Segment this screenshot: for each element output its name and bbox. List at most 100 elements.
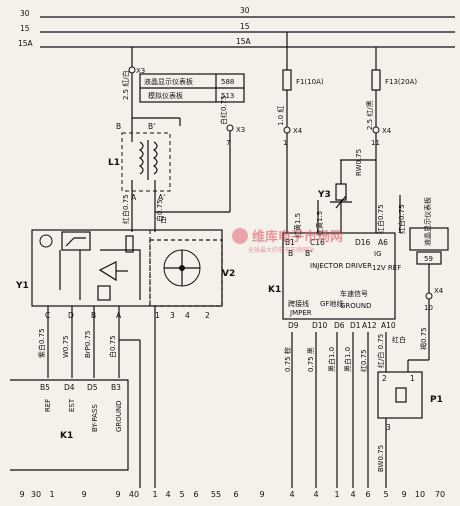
x4-f13-label: X4 bbox=[382, 127, 392, 135]
bottom-terminal-11: 6 bbox=[233, 490, 238, 499]
connector-x3-top bbox=[128, 66, 136, 74]
k1r-pin-d16: D16 bbox=[355, 238, 371, 247]
module-pin-1: 1 bbox=[155, 311, 160, 320]
bottom-terminal-10: 55 bbox=[211, 490, 221, 499]
k1r-pin-a6: A6 bbox=[378, 238, 388, 247]
bottom-terminal-14: 4 bbox=[313, 490, 318, 499]
ig-label: IG bbox=[374, 250, 382, 258]
white-075-label: 白0.75 bbox=[155, 199, 164, 222]
red-white-075-r2-label: 红白0.75 bbox=[397, 204, 406, 234]
x4-f1-label: X4 bbox=[293, 127, 303, 135]
p1-label: P1 bbox=[430, 395, 443, 405]
p1-pin-3: 3 bbox=[386, 423, 391, 432]
x4-right-label: X4 bbox=[434, 287, 444, 295]
k1r-pin-b-prime: B' bbox=[305, 249, 312, 258]
bottom-terminal-7: 4 bbox=[165, 490, 170, 499]
y1-label: Y1 bbox=[15, 281, 29, 291]
wire-label-brp075: BrP0.75 bbox=[84, 331, 92, 359]
bus-lines: 30 15 15A 30 15 15A bbox=[18, 6, 455, 48]
k1r-pin-d10: D10 bbox=[312, 321, 328, 330]
p1-pin-2: 2 bbox=[382, 374, 387, 383]
k1r-pin-a12: A12 bbox=[362, 321, 377, 330]
ground-label: GROUND bbox=[340, 302, 372, 310]
v2-label: V2 bbox=[222, 269, 235, 279]
right-circuit: F1(10A) 1.0 紅 X4 1 F13(20A) 2.5 红/黑 X4 1… bbox=[268, 32, 449, 488]
bottom-terminal-21: 70 bbox=[435, 490, 445, 499]
sensor-p1 bbox=[377, 371, 423, 419]
bottom-terminal-5: 40 bbox=[129, 490, 139, 499]
bottom-terminal-8: 5 bbox=[179, 490, 184, 499]
module-sensor bbox=[39, 234, 53, 248]
connector-x4-f1 bbox=[283, 126, 291, 134]
jumper-label: JMPER bbox=[289, 309, 312, 317]
bottom-terminal-0: 9 bbox=[19, 490, 24, 499]
red-white-075-label: 红白0.75 bbox=[121, 194, 130, 224]
bottom-terminal-15: 1 bbox=[334, 490, 339, 499]
bottom-terminal-3: 9 bbox=[81, 490, 86, 499]
wire-top-label: 2.5 紅/白 bbox=[121, 70, 130, 100]
jumper-cn-label: 跨接线 bbox=[288, 299, 309, 308]
white-red-075-label: 白红0.75 bbox=[219, 95, 228, 125]
injector-driver-label: INJECTOR DRIVER bbox=[310, 262, 372, 270]
bottom-terminal-16: 4 bbox=[350, 490, 355, 499]
wire-label-white075: 白0.75 bbox=[108, 335, 117, 358]
bottom-terminal-1: 30 bbox=[31, 490, 41, 499]
module-pin-d: D bbox=[68, 311, 74, 320]
bottom-terminal-13: 4 bbox=[289, 490, 294, 499]
lcd-panel-box bbox=[409, 227, 449, 251]
bottom-terminal-9: 6 bbox=[193, 490, 198, 499]
k1r-pin-c16: C16 bbox=[310, 238, 325, 247]
wire-redwhite075: 红/白 0.75 bbox=[376, 334, 385, 368]
wire-label-purple-white: 紫白0.75 bbox=[37, 328, 46, 358]
l1-label: L1 bbox=[108, 158, 120, 168]
ecu-k1-left bbox=[10, 379, 129, 471]
wire-label-w075: W0.75 bbox=[62, 335, 70, 358]
rw075-label: RW0.75 bbox=[355, 149, 363, 176]
watermark-sub: 全球最大的电子市场网站 bbox=[248, 246, 314, 254]
bus-label-15a-left: 15A bbox=[18, 39, 34, 48]
red-yellow-15b-label: 红黄1.5 bbox=[315, 211, 324, 236]
white-label: 白 bbox=[160, 215, 167, 224]
k1r-pin-b: B bbox=[288, 249, 293, 258]
brown075-label: 褐0.75 bbox=[419, 327, 428, 350]
k1-pin-b3: B3 bbox=[111, 383, 121, 392]
lcd-num-label: 59 bbox=[424, 255, 433, 263]
bottom-terminal-6: 1 bbox=[152, 490, 157, 499]
node-1-label: 1 bbox=[283, 139, 287, 147]
k1-signal-ref: REF bbox=[44, 399, 52, 412]
k1-pin-b5: B5 bbox=[40, 383, 50, 392]
wire-redwhite-horiz: 红白 bbox=[392, 335, 406, 344]
bottom-terminal-20: 10 bbox=[415, 490, 425, 499]
module-pin-3: 3 bbox=[170, 311, 175, 320]
gf-cn-label: GF地线 bbox=[320, 299, 343, 308]
k1-pin-d4: D4 bbox=[64, 383, 75, 392]
bus-label-15a-center: 15A bbox=[236, 37, 252, 46]
x3-mid-label: X3 bbox=[236, 126, 245, 134]
k1r-pin-d9: D9 bbox=[288, 321, 299, 330]
k1-signal-bypass: BY-PASS bbox=[91, 404, 99, 432]
bottom-terminal-2: 1 bbox=[49, 490, 54, 499]
x3-pin-7: 7 bbox=[226, 139, 230, 147]
k1r-pin-b1: B1 bbox=[285, 238, 295, 247]
red-yellow-15a-label: 红黄1.5 bbox=[293, 213, 302, 238]
k1-signal-ground: GROUND bbox=[115, 400, 123, 432]
wire-f1-label: 1.0 紅 bbox=[276, 106, 285, 126]
bottom-terminal-18: 5 bbox=[383, 490, 388, 499]
k1-pin-d5: D5 bbox=[87, 383, 98, 392]
bus-label-30-center: 30 bbox=[240, 6, 250, 15]
ref12v-label: 12V REF bbox=[372, 264, 401, 272]
ignition-coil-l1 bbox=[121, 132, 171, 192]
bw075-label: BW0.75 bbox=[377, 445, 385, 472]
bus-label-15-left: 15 bbox=[20, 24, 30, 33]
x3-top-label: X3 bbox=[136, 67, 145, 75]
k1-right-label: K1 bbox=[268, 285, 281, 295]
fuse-f13-label: F13(20A) bbox=[385, 78, 417, 86]
panel-lcd-name: 液晶显示仪表板 bbox=[144, 77, 193, 86]
wire-brown075: 0.75 棕 bbox=[283, 347, 292, 372]
lcd-panel-label: 液晶显示仪表板 bbox=[423, 197, 432, 246]
p1-pin-1: 1 bbox=[410, 374, 415, 383]
bottom-terminal-19: 9 bbox=[401, 490, 406, 499]
signal-cn-label: 车速信号 bbox=[340, 289, 368, 298]
coil-pin-b: B bbox=[116, 122, 121, 131]
